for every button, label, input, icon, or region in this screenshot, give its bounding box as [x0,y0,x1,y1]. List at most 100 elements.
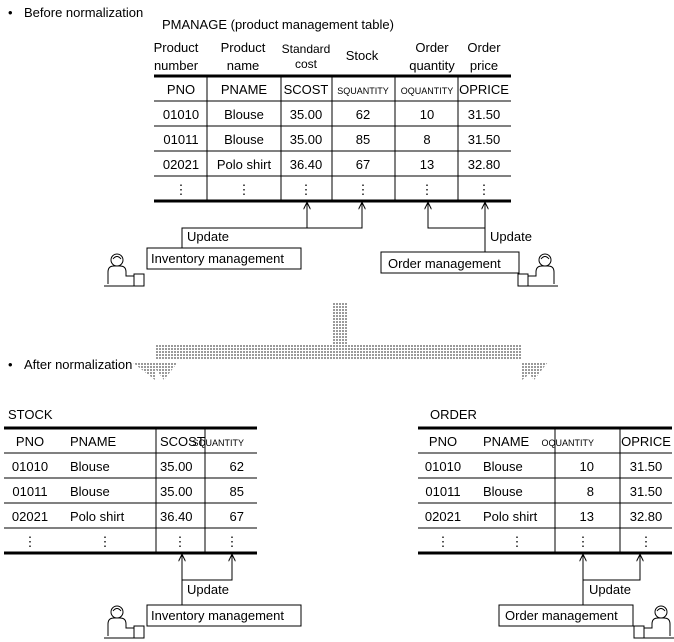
ellipsis-cell: ⋮ [226,534,239,549]
column-header: SQUANTITY [337,86,389,96]
column-header: SCOST [284,82,329,97]
label-order-quantity-1: Order [415,40,449,55]
order-management-box [380,251,520,274]
table-cell: 02021 [425,509,461,524]
ellipsis-cell: ⋮ [174,534,187,549]
label-stock: Stock [346,48,379,63]
table-cell: 62 [230,459,244,474]
label-order-price-1: Order [467,40,501,55]
table-cell: 62 [356,107,370,122]
column-header: PNO [16,434,44,449]
table-cell: 01011 [425,484,460,499]
ellipsis-cell: ⋮ [577,534,590,549]
ellipsis-cell: ⋮ [437,534,450,549]
label-product-number-2: number [154,58,199,73]
table-cell: Blouse [70,484,110,499]
table-cell: 35.00 [290,107,323,122]
table-cell: 01010 [425,459,461,474]
table-cell: 31.50 [468,132,501,147]
update-label: Update [490,229,532,244]
table-cell: 13 [580,509,594,524]
inventory-update-before: Update [181,203,362,248]
person-icon [103,253,145,287]
inventory-actor-after: Inventory management [103,604,302,639]
table-cell: 36.40 [290,157,323,172]
inventory-management-label: Inventory management [151,608,284,623]
pmanage-column-labels: Product number Product name Standard cos… [154,40,502,73]
table-cell: 35.00 [160,484,193,499]
column-header: PNAME [221,82,268,97]
after-heading: After normalization [24,357,132,372]
column-header: PNAME [483,434,530,449]
label-standard-cost-1: Standard [282,42,331,56]
label-product-name-2: name [227,58,260,73]
inventory-update-after: Update [182,555,232,605]
table-cell: 36.40 [160,509,193,524]
table-cell: Blouse [483,459,523,474]
table-cell: 02021 [163,157,199,172]
ellipsis-cell: ⋮ [175,182,188,197]
label-product-name-1: Product [221,40,266,55]
table-cell: Blouse [224,107,264,122]
order-update-before: Update [428,203,532,252]
table-cell: 85 [356,132,370,147]
person-icon [103,605,145,639]
table-cell: 32.80 [630,509,663,524]
label-order-price-2: price [470,58,498,73]
bullet: • [8,357,13,372]
order-management-label: Order management [388,256,501,271]
table-cell: Blouse [70,459,110,474]
table-cell: 01010 [163,107,199,122]
column-header: OQUANTITY [401,86,454,96]
label-product-number-1: Product [154,40,199,55]
inventory-actor-before: Inventory management [103,247,302,287]
table-cell: 31.50 [630,459,663,474]
column-header: SCOST [160,434,205,449]
pmanage-table-title: PMANAGE (product management table) [162,17,394,32]
before-heading: Before normalization [24,5,143,20]
ellipsis-cell: ⋮ [511,534,524,549]
ellipsis-cell: ⋮ [99,534,112,549]
table-cell: Polo shirt [217,157,272,172]
update-label: Update [187,582,229,597]
person-icon [517,253,559,287]
table-cell: 8 [587,484,594,499]
normalization-split-arrow [132,302,548,380]
order-actor-after: Order management [498,604,674,639]
column-header: PNO [167,82,195,97]
inventory-management-label: Inventory management [151,251,284,266]
label-standard-cost-2: cost [295,57,318,71]
table-cell: 8 [423,132,430,147]
table-cell: 10 [580,459,594,474]
order-management-label: Order management [505,608,618,623]
order-table-title: ORDER [430,407,477,422]
order-management-box [498,604,634,627]
table-cell: Blouse [483,484,523,499]
ellipsis-cell: ⋮ [478,182,491,197]
ellipsis-cell: ⋮ [640,534,653,549]
column-header: SQUANTITY [192,438,244,448]
table-cell: 31.50 [630,484,663,499]
person-icon [633,605,674,639]
table-cell: 13 [420,157,434,172]
order-update-after: Update [583,555,640,605]
table-cell: 31.50 [468,107,501,122]
ellipsis-cell: ⋮ [357,182,370,197]
table-cell: 85 [230,484,244,499]
column-header: OQUANTITY [541,438,594,448]
table-cell: 67 [356,157,370,172]
table-cell: Polo shirt [70,509,125,524]
inventory-management-box [146,604,302,627]
table-cell: Blouse [224,132,264,147]
update-label: Update [187,229,229,244]
ellipsis-cell: ⋮ [238,182,251,197]
column-header: PNAME [70,434,117,449]
column-header: OPRICE [459,82,509,97]
table-cell: 32.80 [468,157,501,172]
label-order-quantity-2: quantity [409,58,455,73]
ellipsis-cell: ⋮ [421,182,434,197]
ellipsis-cell: ⋮ [300,182,313,197]
column-header: PNO [429,434,457,449]
table-cell: 01010 [12,459,48,474]
